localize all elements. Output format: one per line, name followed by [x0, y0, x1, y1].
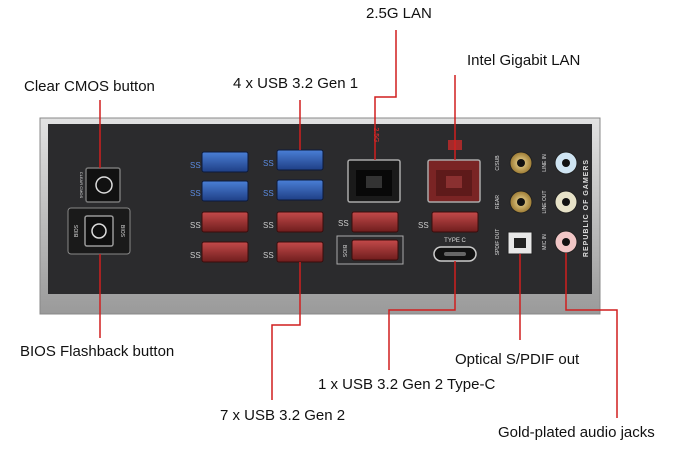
svg-text:SS: SS: [190, 161, 201, 170]
usb-column-right-a: BIOS SS: [336, 211, 404, 265]
callout-intel-lan: Intel Gigabit LAN: [467, 52, 581, 69]
c-sub-label: C/SUB: [495, 155, 501, 171]
usb-port: [431, 211, 479, 233]
usb-port: [201, 151, 249, 173]
rear-label: REAR: [495, 195, 501, 209]
leader-type-c: [388, 261, 456, 370]
svg-text:SS: SS: [418, 221, 429, 230]
svg-text:SS: SS: [263, 251, 274, 260]
svg-text:SS: SS: [263, 159, 274, 168]
usb-port: [276, 211, 324, 233]
usb-port: [351, 239, 399, 261]
line-in-label: LINE IN: [542, 154, 548, 172]
usb-port: [201, 180, 249, 202]
usb-column-right-b: SS TYPE C: [418, 211, 479, 262]
svg-text:SS: SS: [263, 221, 274, 230]
intel-lan-port: [427, 140, 481, 203]
callout-bios-flashback: BIOS Flashback button: [20, 343, 175, 360]
usb-port: [276, 241, 324, 263]
callout-usb-gen1: 4 x USB 3.2 Gen 1: [233, 75, 359, 92]
svg-text:SS: SS: [190, 189, 201, 198]
callout-audio: Gold-plated audio jacks: [498, 424, 655, 441]
mic-in-label: MIC IN: [542, 234, 548, 250]
usb-port: [276, 179, 324, 201]
svg-text:SS: SS: [190, 221, 201, 230]
usb-port: [201, 241, 249, 263]
clear-cmos-label: CLEAR CMOS: [79, 172, 84, 199]
type-c-label: TYPE C: [444, 238, 466, 244]
leader-lines: [99, 30, 618, 418]
leader-usb-gen2: [271, 262, 301, 400]
leader-audio: [565, 253, 618, 418]
bios-label-right: BIOS: [119, 225, 125, 238]
callout-spdif: Optical S/PDIF out: [455, 351, 580, 368]
callout-clear-cmos: Clear CMOS button: [24, 78, 155, 95]
leader-lan-25g: [374, 30, 397, 160]
usb-column-middle: SS SS SS SS: [263, 149, 324, 263]
line-out-label: LINE OUT: [542, 190, 548, 213]
bios-flashback-button: BIOS BIOS: [67, 207, 131, 255]
callout-usb-typec: 1 x USB 3.2 Gen 2 Type-C: [318, 376, 496, 393]
brand-text: REPUBLIC OF GAMERS: [583, 159, 590, 257]
svg-text:SS: SS: [190, 251, 201, 260]
usb-port: [201, 211, 249, 233]
bios-label-left: BIOS: [74, 224, 80, 237]
audio-jack-block: C/SUB REAR SPDIF OUT LINE IN LINE OUT MI…: [495, 151, 578, 256]
svg-text:SS: SS: [263, 189, 274, 198]
usb-column-left: SS SS SS SS: [190, 151, 249, 263]
bios-box-label: BIOS: [341, 245, 347, 258]
usb-port: [276, 149, 324, 171]
svg-text:SS: SS: [338, 219, 349, 228]
callout-lan-25g: 2.5G LAN: [366, 5, 432, 22]
callout-usb-gen2: 7 x USB 3.2 Gen 2: [220, 407, 346, 424]
usb-port: [351, 211, 399, 233]
spdif-out-label: SPDIF OUT: [495, 229, 501, 256]
clear-cmos-button: CLEAR CMOS: [79, 167, 121, 203]
